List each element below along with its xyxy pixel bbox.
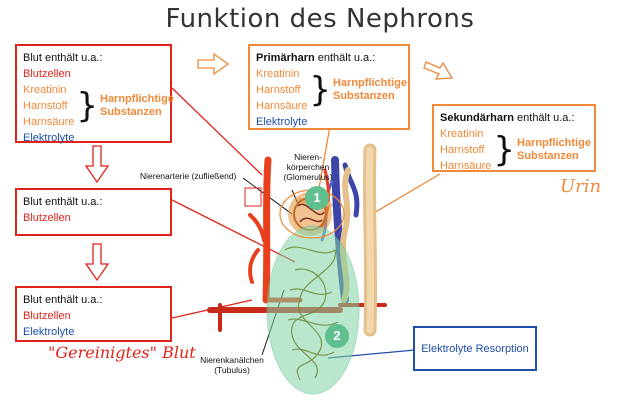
corpuscle-label-line-2: körperchen xyxy=(286,162,330,172)
group-note-line-1: Harnpflichtige xyxy=(517,137,591,149)
electrolytes-label: Elektrolyte xyxy=(23,132,75,144)
blood-cells-label: Blutzellen xyxy=(23,68,71,80)
flow-arrow-down-1 xyxy=(84,145,110,184)
creatinine-label: Kreatinin xyxy=(440,128,484,140)
marker-1-label: 1 xyxy=(313,190,321,205)
artery-label: Nierenarterie (zufließend) xyxy=(140,171,237,181)
blood-box-2-heading: Blut enthält u.a.: xyxy=(23,196,103,208)
group-note-line-1: Harnpflichtige xyxy=(333,77,407,89)
uric-acid-label: Harnsäure xyxy=(23,116,75,128)
urea-label: Harnstoff xyxy=(440,144,485,156)
artery-marker-box xyxy=(244,187,262,207)
blood-box-3-heading: Blut enthält u.a.: xyxy=(23,294,103,306)
connector-line xyxy=(171,199,296,263)
flow-arrow-down-2 xyxy=(84,243,110,282)
connector-line xyxy=(371,173,441,215)
tubule-label: Nierenkanälchen (Tubulus) xyxy=(196,355,268,375)
flow-arrow-right-2 xyxy=(423,61,454,80)
tubule-label-line-1: Nierenkanälchen xyxy=(200,355,264,365)
group-note-line-2: Substanzen xyxy=(517,150,579,162)
brace-icon: } xyxy=(493,130,515,170)
blood-cells-label: Blutzellen xyxy=(23,212,71,224)
capillary-network xyxy=(284,246,339,381)
blood-box-1-heading: Blut enthält u.a.: xyxy=(23,52,103,64)
marker-2-label: 2 xyxy=(333,328,341,343)
blood-box-1: Blut enthält u.a.: Blutzellen Kreatinin … xyxy=(15,44,174,144)
brace-icon: } xyxy=(309,70,331,110)
corpuscle-label: Nieren- körperchen (Glomerulus) xyxy=(276,152,340,182)
urea-label: Harnstoff xyxy=(23,100,68,112)
connector-line xyxy=(171,87,263,176)
urea-label: Harnstoff xyxy=(256,84,301,96)
electrolytes-label: Elektrolyte xyxy=(23,326,75,338)
marker-2-circle xyxy=(325,324,349,348)
group-note-line-2: Substanzen xyxy=(333,90,395,102)
page-title: Funktion des Nephrons xyxy=(165,4,475,34)
tubule-label-line-2: (Tubulus) xyxy=(214,365,250,375)
group-note-line-2: Substanzen xyxy=(100,106,162,118)
urine-label: Urin xyxy=(560,176,602,197)
uric-acid-label: Harnsäure xyxy=(256,100,308,112)
group-note-line-1: Harnpflichtige xyxy=(100,93,174,105)
marker-1-circle xyxy=(305,186,329,210)
flow-arrow-right-1 xyxy=(197,52,230,76)
electrolytes-label: Elektrolyte xyxy=(256,116,308,128)
urinary-substances-group: Kreatinin Harnstoff Harnsäure } Harnpfli… xyxy=(23,82,174,130)
blood-box-2: Blut enthält u.a.: Blutzellen xyxy=(15,188,172,236)
corpuscle-label-line-1: Nieren- xyxy=(294,152,322,162)
creatinine-label: Kreatinin xyxy=(23,84,67,96)
urinary-substances-group: Kreatinin Harnstoff Harnsäure } Harnpfli… xyxy=(440,126,591,174)
blood-cells-label: Blutzellen xyxy=(23,310,71,322)
brace-icon: } xyxy=(76,86,98,126)
creatinine-label: Kreatinin xyxy=(256,68,300,80)
primary-urine-box: Primärharn enthält u.a.: Kreatinin Harns… xyxy=(248,44,410,130)
urinary-substances-group: Kreatinin Harnstoff Harnsäure } Harnpfli… xyxy=(256,66,407,114)
blood-box-3: Blut enthält u.a.: Blutzellen Elektrolyt… xyxy=(15,286,172,342)
secondary-urine-box: Sekundärharn enthält u.a.: Kreatinin Har… xyxy=(432,104,596,172)
connector-line xyxy=(317,125,331,195)
secondary-urine-heading: Sekundärharn enthält u.a.: xyxy=(440,112,575,124)
tubule-highlight xyxy=(266,225,360,395)
uric-acid-label: Harnsäure xyxy=(440,160,492,172)
resorption-label: Elektrolyte Resorption xyxy=(421,342,529,355)
primary-urine-heading: Primärharn enthält u.a.: xyxy=(256,52,376,64)
cleaned-blood-label: "Gereinigtes" Blut xyxy=(48,343,196,362)
corpuscle-label-line-3: (Glomerulus) xyxy=(283,172,333,182)
resorption-box: Elektrolyte Resorption xyxy=(413,326,537,371)
